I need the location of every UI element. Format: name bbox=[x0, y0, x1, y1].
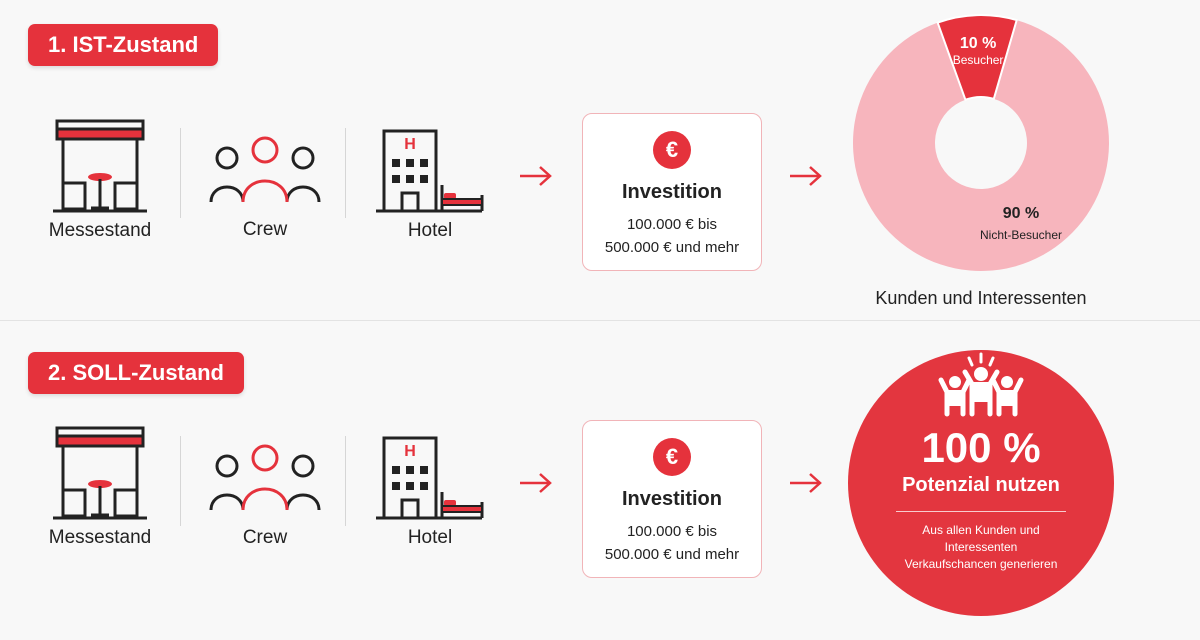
crew-item: Crew bbox=[200, 130, 330, 241]
donut-svg: 10 % Besucher 90 % Nicht-Besucher bbox=[853, 14, 1109, 271]
investment-title: Investition bbox=[621, 181, 722, 203]
soll-section: 2. SOLL-Zustand Messestand Crew bbox=[0, 322, 1200, 640]
visitor-donut-chart: 10 % Besucher 90 % Nicht-Besucher Kunden… bbox=[848, 10, 1114, 308]
visitors-label: Besucher bbox=[953, 53, 1004, 67]
potential-value: 100 % bbox=[921, 424, 1041, 471]
hotel-icon: H bbox=[376, 129, 484, 213]
investment-amount: 100.000 € bis 500.000 € und mehr bbox=[604, 216, 740, 256]
celebrating-people-icon bbox=[938, 352, 1024, 417]
hotel-label: Hotel bbox=[407, 220, 453, 241]
donut-segment-visitors bbox=[936, 14, 1018, 101]
investment-title: Investition bbox=[621, 488, 722, 510]
crew-item: Crew bbox=[200, 438, 330, 549]
booth-icon bbox=[53, 426, 147, 520]
arrow-right-icon bbox=[520, 166, 552, 186]
non-visitors-label: Nicht-Besucher bbox=[980, 228, 1062, 242]
crew-label: Crew bbox=[242, 527, 288, 548]
svg-text:H: H bbox=[404, 443, 416, 460]
booth-label: Messestand bbox=[48, 220, 152, 241]
separator bbox=[180, 436, 181, 526]
investment-amount: 100.000 € bis 500.000 € und mehr bbox=[604, 523, 740, 563]
soll-badge: 2. SOLL-Zustand bbox=[28, 352, 244, 394]
euro-icon: € bbox=[653, 438, 691, 476]
divider-line bbox=[896, 511, 1066, 512]
svg-text:H: H bbox=[404, 136, 416, 153]
visitors-value: 10 % bbox=[960, 35, 996, 52]
arrow-right-icon bbox=[790, 473, 822, 493]
booth-item: Messestand bbox=[40, 422, 160, 549]
separator bbox=[345, 128, 346, 218]
booth-item: Messestand bbox=[40, 115, 160, 242]
hotel-label: Hotel bbox=[407, 527, 453, 548]
hotel-icon: H bbox=[376, 436, 484, 520]
section-divider bbox=[0, 320, 1200, 321]
separator bbox=[345, 436, 346, 526]
potential-description: Aus allen Kunden und Interessenten Verka… bbox=[904, 523, 1058, 571]
ist-section: 1. IST-Zustand Messestand Crew bbox=[28, 10, 1114, 308]
potential-label: Potenzial nutzen bbox=[902, 474, 1060, 496]
crew-label: Crew bbox=[242, 219, 288, 240]
booth-icon bbox=[53, 119, 147, 213]
hotel-item: H Hotel bbox=[370, 115, 490, 242]
hotel-item: H Hotel bbox=[370, 422, 490, 549]
arrow-right-icon bbox=[790, 166, 822, 186]
potential-circle: 100 % Potenzial nutzen Aus allen Kunden … bbox=[848, 350, 1114, 616]
donut-caption: Kunden und Interessenten bbox=[875, 288, 1087, 308]
non-visitors-value: 90 % bbox=[1003, 205, 1039, 222]
investment-card: € Investition 100.000 € bis 500.000 € un… bbox=[582, 420, 762, 578]
ist-badge: 1. IST-Zustand bbox=[28, 24, 219, 66]
euro-icon: € bbox=[653, 131, 691, 169]
donut-segment-non-visitors bbox=[853, 20, 1109, 271]
people-icon bbox=[209, 136, 321, 203]
people-icon bbox=[209, 444, 321, 511]
booth-label: Messestand bbox=[48, 527, 152, 548]
separator bbox=[180, 128, 181, 218]
investment-card: € Investition 100.000 € bis 500.000 € un… bbox=[582, 113, 762, 271]
arrow-right-icon bbox=[520, 473, 552, 493]
